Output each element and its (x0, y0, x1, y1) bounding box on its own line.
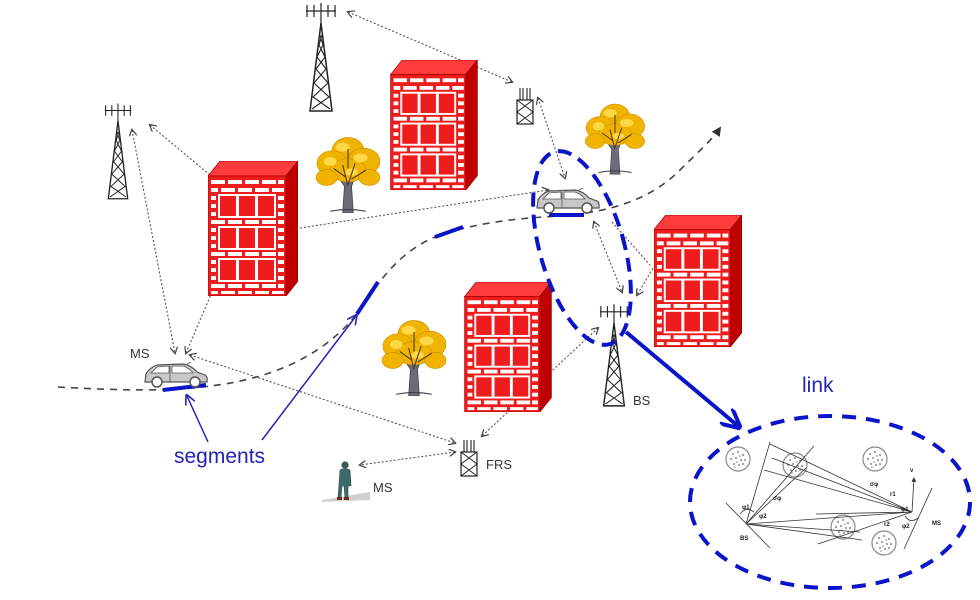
inset-bs-label: BS (740, 536, 748, 542)
inset-velocity-label: v (910, 468, 914, 474)
relay-frs-icon (460, 440, 478, 477)
link-arrow (624, 330, 738, 426)
path-building-car (299, 190, 548, 229)
inset-ms-label: MS (932, 521, 941, 527)
inset-ellipse (688, 414, 972, 590)
path-car-bs (594, 222, 622, 292)
path-frs-person (360, 452, 455, 465)
tower-bs-icon (599, 303, 629, 407)
building-top (390, 60, 478, 190)
scatter-cluster (871, 530, 897, 556)
segments-arrow-1 (187, 396, 209, 443)
inset-angle-label: φ1 (901, 507, 909, 513)
inset-angle-label: φ1 (742, 505, 750, 511)
building-center (464, 282, 552, 412)
inset-angle-label: σφ (870, 482, 879, 488)
link-highlight-ellipse (531, 149, 633, 347)
path-car-building-right (611, 221, 651, 266)
tree-center (381, 319, 447, 396)
segment (355, 280, 380, 316)
frs-label: FRS (486, 457, 512, 472)
tower-top-left-icon (104, 102, 132, 200)
path-tower-topleft-ms (132, 130, 175, 353)
tree-left (315, 136, 381, 213)
inset-angle-label: φ2 (759, 514, 767, 520)
tower-top-center-icon (305, 3, 337, 112)
path-relay-car (538, 98, 565, 178)
scatter-cluster (862, 446, 888, 472)
propagation-paths (132, 12, 656, 465)
path-building-right-bs (637, 264, 656, 295)
ms-vehicle-label: MS (130, 346, 150, 361)
segments-arrow-2 (261, 316, 356, 441)
inset-angle-label: r1 (890, 492, 896, 498)
path-building-left-ms (150, 125, 211, 176)
segment (434, 225, 464, 239)
relay-top-icon (516, 88, 534, 125)
ms-pedestrian-label: MS (373, 480, 393, 495)
building-left (208, 161, 298, 296)
scatter-cluster (782, 452, 808, 478)
scatter-cluster (725, 446, 751, 472)
car-ms-icon (144, 362, 208, 388)
path-tower-top-relay (348, 12, 512, 82)
inset-angle-label: σφ (773, 496, 782, 502)
person-ms-icon (322, 461, 370, 502)
link-label: link (802, 374, 834, 397)
segment (162, 383, 207, 392)
building-right (654, 215, 742, 347)
link-geometry-inset: BS MS v φ1 φ2 σφ σφ r1 r2 φ1 φ2 (688, 414, 972, 590)
inset-angle-label: r2 (884, 522, 890, 528)
bs-label: BS (633, 393, 651, 408)
tree-top-right (584, 103, 646, 175)
path-ms-frs (190, 355, 455, 443)
path-building-left-ms2 (186, 284, 216, 353)
path-bs-frs (482, 328, 598, 436)
segments-label: segments (174, 445, 265, 468)
inset-angle-label: φ2 (902, 524, 910, 530)
